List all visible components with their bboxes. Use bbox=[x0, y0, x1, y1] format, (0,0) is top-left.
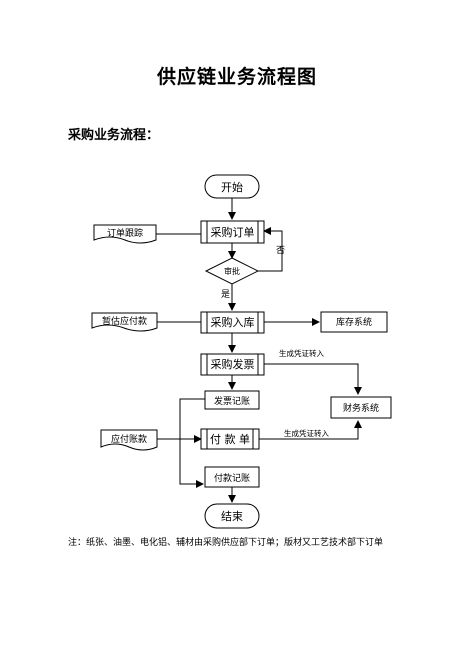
edge-approve-no-loop bbox=[258, 227, 283, 272]
purchase-invoice-node bbox=[200, 353, 265, 376]
yes-label: 是 bbox=[221, 289, 230, 300]
section-subtitle: 采购业务流程： bbox=[68, 128, 160, 143]
purchase-receipt-label: 采购入库 bbox=[211, 315, 255, 329]
inventory-system-node bbox=[320, 311, 388, 333]
payment-record-node bbox=[204, 466, 260, 488]
provisional-payable-node bbox=[91, 312, 158, 332]
edge-invoice-to-finance bbox=[264, 363, 362, 395]
edge-payment-to-finance bbox=[259, 420, 362, 440]
purchase-receipt-node bbox=[200, 311, 265, 334]
finance-system-label: 财务系统 bbox=[343, 402, 379, 414]
purchase-order-label: 采购订单 bbox=[211, 225, 255, 239]
approve-decision bbox=[204, 257, 260, 285]
approve-label: 审批 bbox=[224, 266, 240, 276]
inventory-system-label: 库存系统 bbox=[336, 316, 372, 328]
footnote: 注：纸张、油墨、电化铝、辅材由采购供应部下订单；版材又工艺技术部下订单 bbox=[68, 538, 384, 548]
voucher-label-2: 生成凭证转入 bbox=[284, 428, 329, 438]
page-title: 供应链业务流程图 bbox=[156, 66, 317, 88]
purchase-order-node bbox=[200, 220, 265, 244]
invoice-record-node bbox=[204, 390, 260, 410]
purchase-invoice-label: 采购发票 bbox=[211, 357, 255, 371]
start-label: 开始 bbox=[221, 180, 243, 194]
payment-order-label: 付 款 单 bbox=[210, 432, 250, 446]
end-node bbox=[204, 503, 260, 529]
order-tracking-label: 订单跟踪 bbox=[107, 227, 143, 239]
payable-account-node bbox=[100, 429, 158, 451]
payment-order-node bbox=[200, 428, 260, 450]
provisional-payable-label: 暂估应付款 bbox=[102, 315, 147, 327]
end-label: 结束 bbox=[221, 510, 243, 523]
voucher-label-1: 生成凭证转入 bbox=[279, 348, 324, 358]
finance-system-node bbox=[330, 396, 392, 419]
payment-record-label: 付款记账 bbox=[214, 472, 250, 484]
order-tracking-node bbox=[93, 224, 157, 244]
start-node bbox=[204, 174, 260, 199]
no-label: 否 bbox=[276, 245, 285, 256]
payable-account-label: 应付账款 bbox=[111, 433, 147, 445]
invoice-record-label: 发票记账 bbox=[214, 395, 250, 407]
